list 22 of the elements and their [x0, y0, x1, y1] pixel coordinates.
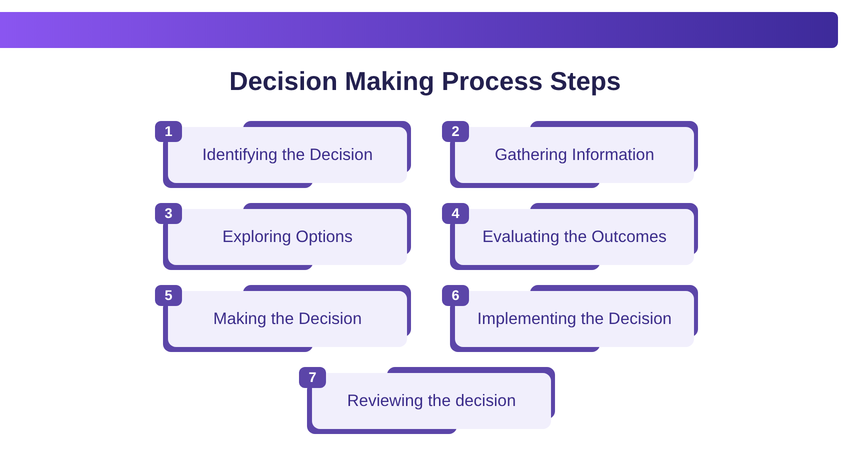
- step-number-badge: 5: [155, 285, 182, 306]
- step-number-badge: 4: [442, 203, 469, 224]
- step-card: [155, 285, 411, 352]
- step-card: [442, 121, 698, 188]
- step-number-badge: 7: [299, 367, 326, 388]
- step-label: Evaluating the Outcomes: [482, 226, 667, 248]
- step-number-badge: 2: [442, 121, 469, 142]
- step-card: [442, 285, 698, 352]
- step-label: Implementing the Decision: [477, 308, 672, 330]
- step-label: Gathering Information: [494, 144, 654, 166]
- step-label: Reviewing the decision: [347, 390, 516, 412]
- step-label: Exploring Options: [222, 226, 353, 248]
- step-card: [155, 203, 411, 270]
- step-card: [299, 367, 555, 434]
- title: Decision Making Process Steps: [228, 65, 622, 98]
- step-label: Making the Decision: [213, 308, 362, 330]
- step-number-badge: 6: [442, 285, 469, 306]
- step-number-badge: 1: [155, 121, 182, 142]
- step-card: [442, 203, 698, 270]
- step-label: Identifying the Decision: [202, 144, 373, 166]
- step-number-badge: 3: [155, 203, 182, 224]
- step-card: [155, 121, 411, 188]
